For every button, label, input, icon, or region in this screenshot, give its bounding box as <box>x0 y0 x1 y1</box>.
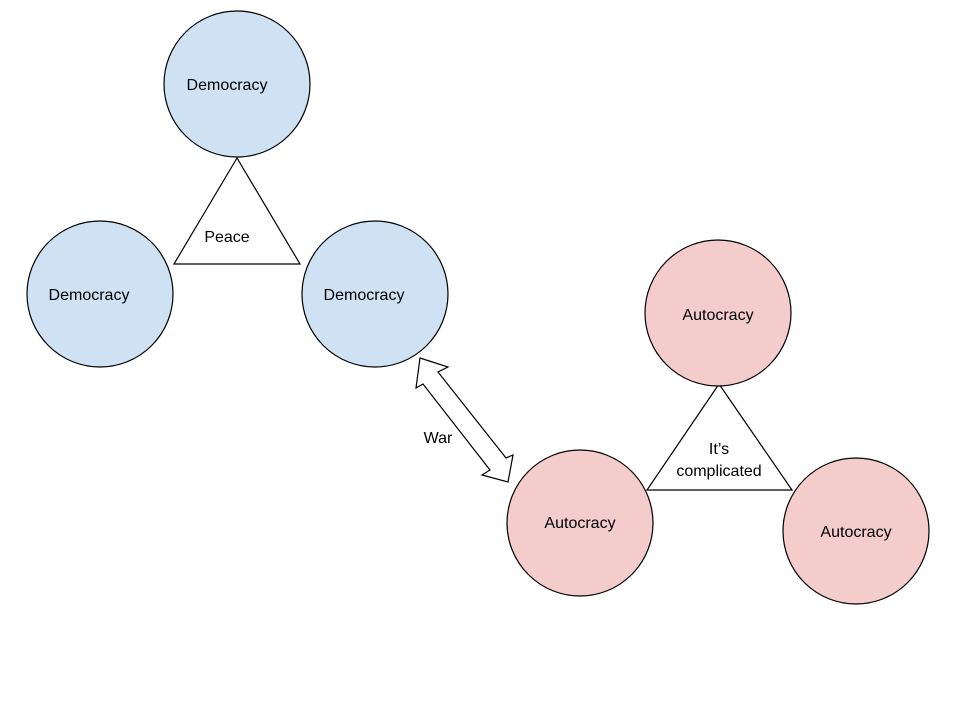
node-label: Democracy <box>49 287 130 304</box>
peace-label: Peace <box>204 229 249 246</box>
node-label: Autocracy <box>682 307 753 324</box>
node-label: Democracy <box>324 287 405 304</box>
node-democracy-right[interactable]: Democracy <box>301 220 449 368</box>
complicated-triangle <box>645 382 794 491</box>
complicated-label-line2: complicated <box>676 463 761 480</box>
node-democracy-top[interactable]: Democracy <box>163 10 311 158</box>
node-label: Autocracy <box>544 515 615 532</box>
node-autocracy-left[interactable]: Autocracy <box>506 449 654 597</box>
peace-triangle <box>172 156 302 265</box>
war-label: War <box>424 430 453 447</box>
node-label: Autocracy <box>820 524 891 541</box>
node-label: Democracy <box>187 77 268 94</box>
node-autocracy-top[interactable]: Autocracy <box>644 239 792 387</box>
node-democracy-left[interactable]: Democracy <box>26 220 174 368</box>
war-double-arrow <box>415 357 514 483</box>
complicated-label-line1: It’s <box>709 441 729 458</box>
node-autocracy-right[interactable]: Autocracy <box>782 457 930 605</box>
